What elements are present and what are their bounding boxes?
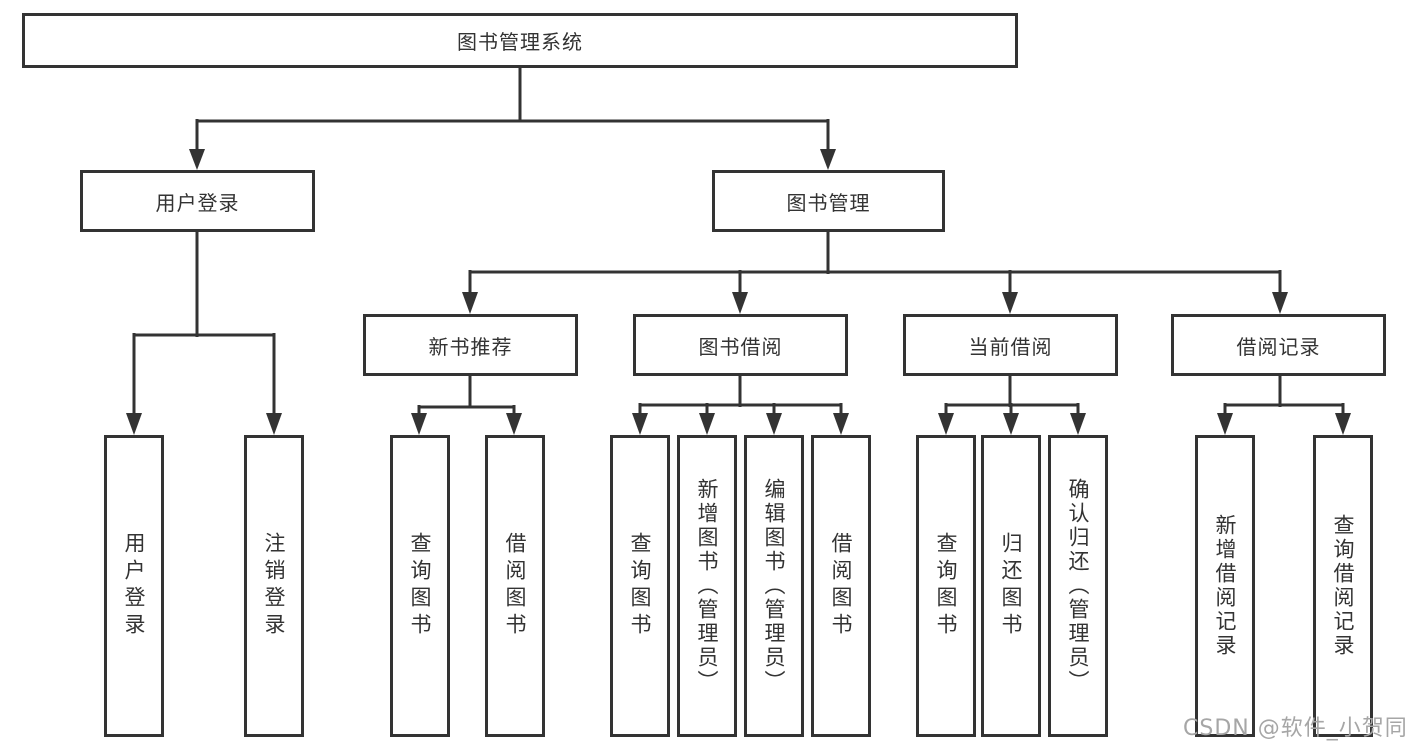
node-book-borrowing: 图书借阅 xyxy=(633,314,848,376)
node-leaf-confirm-return-admin-label: 确认归还（管理员） xyxy=(1066,478,1090,694)
node-current-borrowing-label: 当前借阅 xyxy=(968,334,1053,359)
node-leaf-confirm-return-admin: 确认归还（管理员） xyxy=(1048,435,1108,737)
node-leaf-add-borrow-record-label: 新增借阅记录 xyxy=(1213,514,1237,658)
node-leaf-user-login-label: 用户登录 xyxy=(122,532,146,640)
node-leaf-borrow-books-borrowing: 借阅图书 xyxy=(811,435,871,737)
node-library-management-system: 图书管理系统 xyxy=(22,13,1018,68)
node-user-login-branch-label: 用户登录 xyxy=(155,190,240,215)
node-leaf-logout: 注销登录 xyxy=(244,435,304,737)
node-leaf-borrow-books-borrowing-label: 借阅图书 xyxy=(829,532,853,640)
node-leaf-query-books-current: 查询图书 xyxy=(916,435,976,737)
node-book-management-branch-label: 图书管理 xyxy=(786,190,871,215)
csdn-watermark: CSDN @软件_小贺同学 xyxy=(1183,716,1405,741)
node-leaf-query-borrow-record-label: 查询借阅记录 xyxy=(1331,514,1355,658)
node-leaf-query-borrow-record: 查询借阅记录 xyxy=(1313,435,1373,737)
node-library-management-system-label: 图书管理系统 xyxy=(457,30,583,54)
node-leaf-user-login: 用户登录 xyxy=(104,435,164,737)
node-leaf-add-books-admin: 新增图书（管理员） xyxy=(677,435,737,737)
node-leaf-borrow-books-recommend: 借阅图书 xyxy=(485,435,545,737)
node-current-borrowing: 当前借阅 xyxy=(903,314,1118,376)
node-new-book-recommend-label: 新书推荐 xyxy=(428,334,513,359)
node-leaf-query-books-borrowing: 查询图书 xyxy=(610,435,670,737)
node-leaf-query-books-recommend-label: 查询图书 xyxy=(408,532,432,640)
node-leaf-add-books-admin-label: 新增图书（管理员） xyxy=(695,478,719,694)
node-leaf-return-books-label: 归还图书 xyxy=(999,532,1023,640)
node-leaf-add-borrow-record: 新增借阅记录 xyxy=(1195,435,1255,737)
node-leaf-query-books-recommend: 查询图书 xyxy=(390,435,450,737)
node-borrowing-records-label: 借阅记录 xyxy=(1236,334,1321,359)
node-leaf-edit-books-admin: 编辑图书（管理员） xyxy=(744,435,804,737)
node-book-management-branch: 图书管理 xyxy=(712,170,945,232)
node-user-login-branch: 用户登录 xyxy=(80,170,315,232)
node-leaf-logout-label: 注销登录 xyxy=(262,532,286,640)
node-leaf-query-books-borrowing-label: 查询图书 xyxy=(628,532,652,640)
node-borrowing-records: 借阅记录 xyxy=(1171,314,1386,376)
node-leaf-query-books-current-label: 查询图书 xyxy=(934,532,958,640)
node-book-borrowing-label: 图书借阅 xyxy=(698,334,783,359)
node-leaf-edit-books-admin-label: 编辑图书（管理员） xyxy=(762,478,786,694)
node-new-book-recommend: 新书推荐 xyxy=(363,314,578,376)
node-leaf-borrow-books-recommend-label: 借阅图书 xyxy=(503,532,527,640)
node-leaf-return-books: 归还图书 xyxy=(981,435,1041,737)
